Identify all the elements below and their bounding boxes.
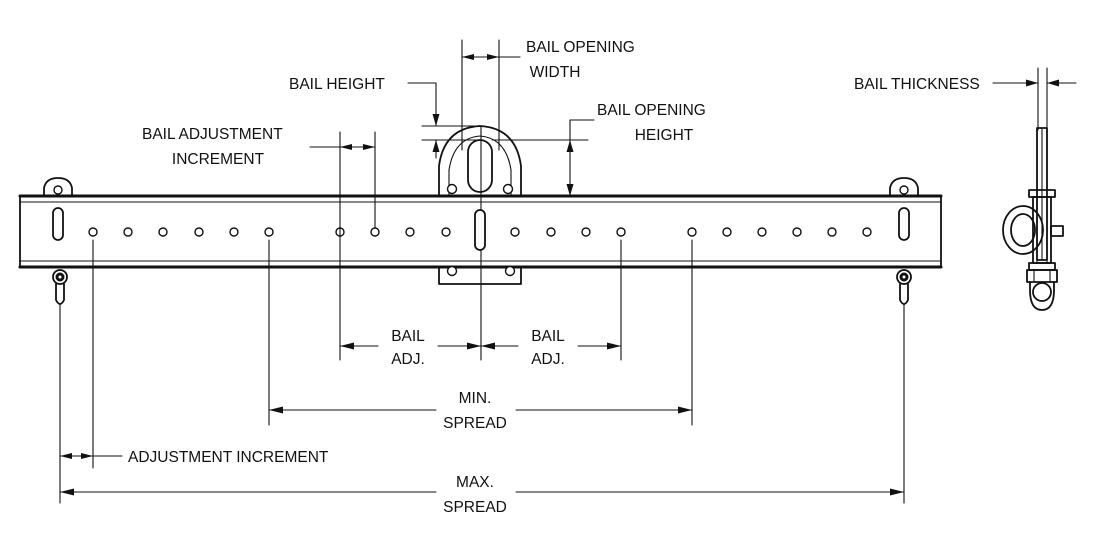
dim-bail-adj-right [480,342,622,350]
dim-bail-adj-left [339,342,482,350]
beam-slots [52,207,910,251]
dim-bail-height [407,82,440,159]
label-bail-opening-width-1: BAIL OPENING [526,39,635,56]
label-bail-opening-height-1: BAIL OPENING [597,102,706,119]
label-bail-adj-right-1: BAIL [531,328,565,345]
label-bail-adj-left-2: ADJ. [391,351,425,368]
label-adjustment-increment: ADJUSTMENT INCREMENT [128,449,329,466]
end-lugs-top [43,177,919,197]
label-bail-adj-left-1: BAIL [391,328,425,345]
label-bail-height: BAIL HEIGHT [289,76,385,93]
dim-max-spread [59,488,905,496]
labels: BAIL OPENING WIDTH BAIL HEIGHT BAIL OPEN… [128,39,980,516]
extension-lines [59,39,905,504]
label-max-spread-1: MAX. [456,474,494,491]
side-view [1002,127,1064,311]
label-bail-opening-width-2: WIDTH [530,64,581,81]
label-min-spread-1: MIN. [459,390,492,407]
label-bail-thickness: BAIL THICKNESS [854,76,980,93]
dim-bail-thickness [992,67,1077,131]
end-shackles [52,269,912,305]
bail-plate [438,125,522,197]
dim-bail-adjustment-increment [309,144,376,150]
bottom-plate [438,265,522,285]
beam-holes [88,227,872,237]
label-max-spread-2: SPREAD [443,499,507,516]
label-bail-adjustment-increment-1: BAIL ADJUSTMENT [142,126,283,143]
dim-adjustment-increment [59,453,123,459]
label-min-spread-2: SPREAD [443,415,507,432]
label-bail-adjustment-increment-2: INCREMENT [172,151,265,168]
label-bail-opening-height-2: HEIGHT [635,127,694,144]
dim-min-spread [268,406,693,414]
dim-bail-opening-width [461,54,521,60]
label-bail-adj-right-2: ADJ. [531,351,565,368]
dim-bail-opening-height [566,119,595,197]
